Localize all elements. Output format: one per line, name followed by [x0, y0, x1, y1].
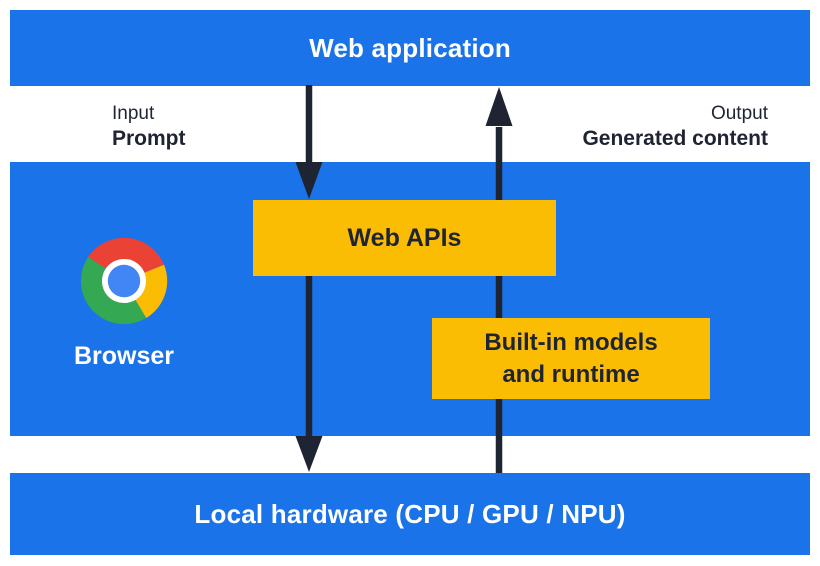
output-flow-label: Output Generated content [582, 101, 768, 152]
browser-label: Browser [73, 342, 175, 370]
web-application-label: Web application [309, 32, 511, 63]
generated-content-label: Generated content [582, 127, 768, 150]
web-apis-label: Web APIs [347, 223, 462, 252]
builtin-models-box: Built-in models and runtime [432, 318, 710, 399]
output-caption: Output [710, 103, 768, 124]
web-application-bar: Web application [10, 10, 810, 86]
web-apis-box: Web APIs [253, 200, 556, 276]
local-hardware-bar: Local hardware (CPU / GPU / NPU) [10, 473, 810, 555]
local-hardware-label: Local hardware (CPU / GPU / NPU) [194, 498, 626, 529]
input-flow-label: Input Prompt [112, 101, 186, 152]
builtin-models-label-line2: and runtime [502, 360, 640, 388]
builtin-models-label-line1: Built-in models [484, 328, 658, 356]
chrome-browser-logo-icon [80, 237, 168, 325]
input-caption: Input [112, 103, 155, 124]
input-prompt-label: Prompt [112, 127, 186, 150]
